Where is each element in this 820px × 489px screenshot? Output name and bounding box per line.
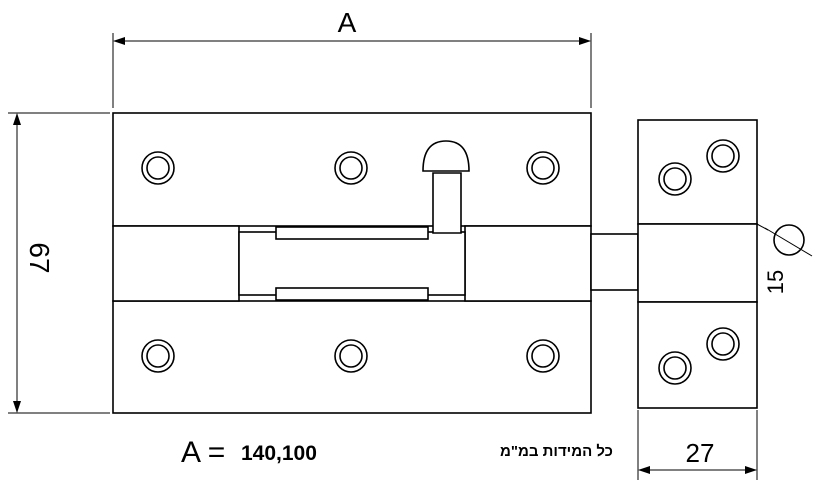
dimension-a: A	[112, 7, 592, 108]
keeper-screw-hole	[658, 351, 692, 385]
screw-hole	[141, 151, 175, 185]
a-definition-label: A =	[181, 436, 225, 469]
keeper-screw-hole	[658, 162, 692, 196]
screw-hole	[526, 151, 560, 185]
a-values: 140,100	[241, 442, 317, 465]
plate-upper-section	[112, 112, 592, 227]
dimension-height-label: 67	[24, 242, 55, 273]
keeper-lower	[637, 301, 758, 409]
dimension-pin-diameter-label: 15	[763, 270, 788, 294]
bolt-knob	[422, 140, 470, 234]
housing-left-block	[112, 225, 240, 302]
dimension-height: 67	[8, 112, 110, 414]
housing-right-block	[464, 225, 592, 302]
bolt-slot-upper	[275, 226, 429, 240]
screw-hole	[334, 151, 368, 185]
dimension-keeper-width-label: 27	[686, 438, 715, 468]
keeper-middle	[637, 223, 758, 303]
keeper-upper	[637, 119, 758, 225]
bolt-pin	[590, 233, 639, 291]
units-note: כל המידות במ"מ	[500, 443, 613, 460]
bolt-slot-lower	[275, 287, 429, 301]
bolt-body	[238, 231, 466, 296]
keeper-screw-hole	[706, 139, 740, 173]
plate-lower-section	[112, 300, 592, 414]
keeper-screw-hole	[706, 327, 740, 361]
screw-hole	[334, 339, 368, 373]
screw-hole	[526, 339, 560, 373]
dimension-a-label: A	[338, 7, 357, 38]
dimension-pin-diameter: 15	[756, 223, 813, 294]
dimension-keeper-width: 27	[637, 410, 758, 480]
screw-hole	[141, 339, 175, 373]
